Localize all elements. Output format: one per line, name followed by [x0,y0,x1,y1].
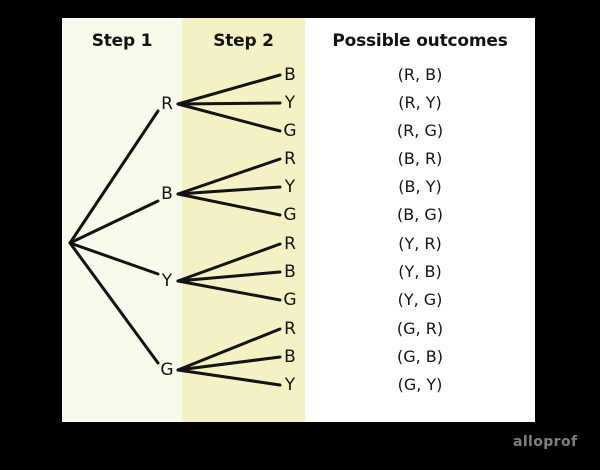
outcome-item: (R, G) [396,121,444,140]
node-level2-b-0: B [284,65,296,85]
branch-level2-2 [176,102,282,133]
node-level2-r-6: R [284,234,296,254]
branch-level2-11 [176,368,282,387]
node-level2-y-11: Y [284,375,296,395]
node-level2-r-9: R [284,319,296,339]
branch-level2-5 [176,192,282,217]
node-level1-b-1: B [161,184,173,204]
node-level1-y-2: Y [161,271,173,291]
outcome-item: (Y, R) [398,234,442,253]
column-header-step2: Step 2 [213,31,274,51]
branch-level2-4 [176,185,282,196]
column-header-outcomes: Possible outcomes [332,31,508,51]
outcome-item: (R, B) [397,65,443,84]
branch-level2-9 [176,327,282,372]
node-labels-level1: R B Y G [160,94,173,380]
outcome-item: (B, G) [396,205,444,224]
node-level2-b-7: B [284,262,296,282]
branch-root-to-y-2 [68,241,160,276]
node-level1-r-0: R [161,94,173,114]
column-header-step1: Step 1 [91,31,153,51]
branch-level2-7 [176,270,282,283]
branch-level2-6 [176,242,282,283]
node-level2-g-8: G [283,290,296,310]
alloprof-logo: alloprof [513,434,578,450]
outcome-item: (G, B) [396,347,444,366]
branch-root-to-g-3 [68,241,160,365]
outcome-item: (B, R) [397,149,443,168]
node-level2-y-1: Y [284,93,296,113]
branch-level2-8 [176,279,282,302]
node-level1-g-3: G [160,360,173,380]
branch-level2-3 [176,157,282,196]
outcome-item: (Y, B) [398,262,442,281]
node-level2-r-3: R [284,149,296,169]
outcome-item: (G, Y) [397,375,443,394]
node-level2-y-4: Y [284,177,296,197]
branch-root-to-r-0 [68,109,160,245]
outcome-item: (B, Y) [398,177,442,196]
outcome-item: (Y, G) [397,290,443,309]
node-level2-b-10: B [284,347,296,367]
outcome-item: (R, Y) [398,93,442,112]
outcome-item: (G, R) [396,319,444,338]
branch-level2-1 [176,101,282,106]
branch-level2-10 [176,355,282,372]
node-level2-g-5: G [283,205,296,225]
branches-level2 [176,73,282,387]
branch-level2-0 [176,73,282,106]
node-level2-g-2: G [283,121,296,141]
step1-band [62,18,182,422]
branches-level1 [68,109,160,365]
branch-root-to-b-1 [68,199,160,245]
